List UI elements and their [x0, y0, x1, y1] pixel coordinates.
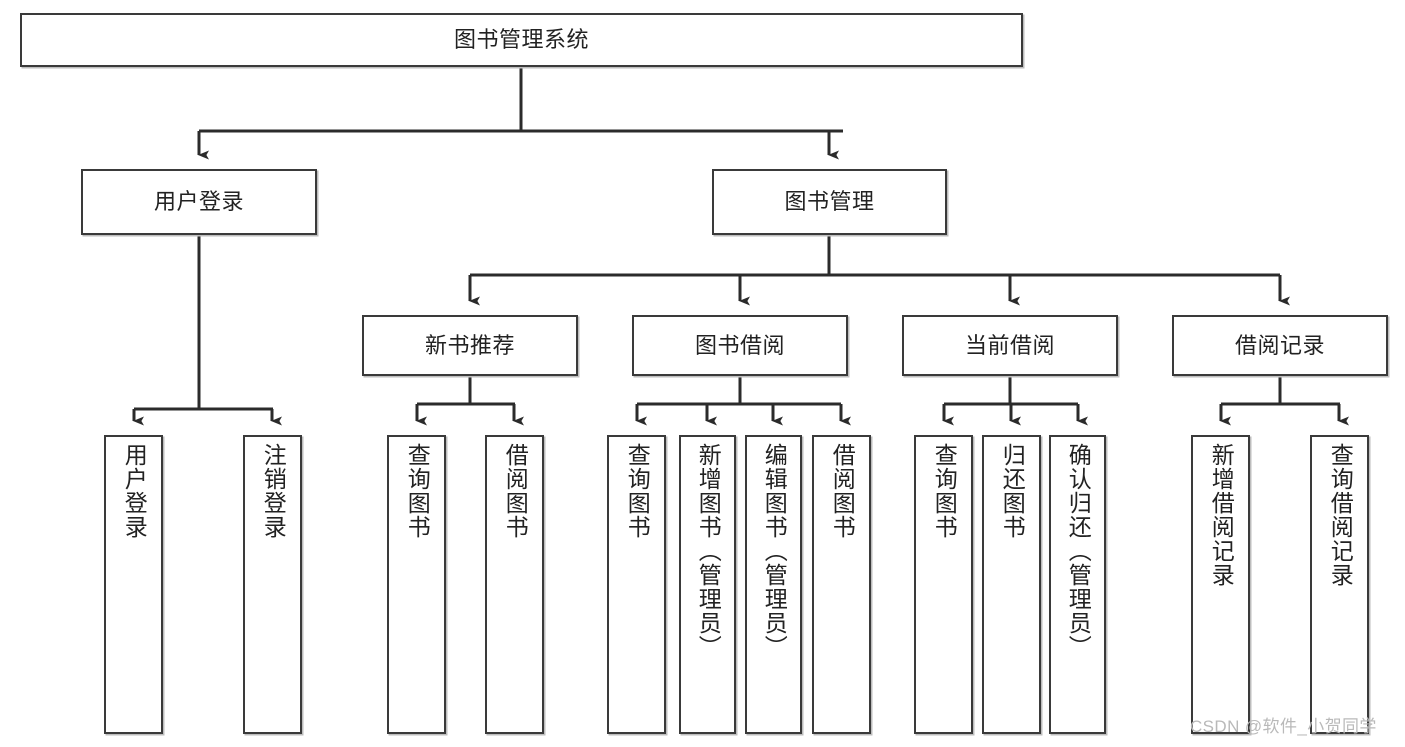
node-borrow-record[interactable]: 借阅记录	[1172, 315, 1388, 376]
node-leaf-query-record[interactable]: 查询借阅记录	[1310, 435, 1369, 734]
node-leaf-add-record-label: 新增借阅记录	[1208, 443, 1235, 587]
node-current-borrow[interactable]: 当前借阅	[902, 315, 1118, 376]
node-leaf-query-record-label: 查询借阅记录	[1327, 443, 1354, 587]
node-book-borrow[interactable]: 图书借阅	[632, 315, 848, 376]
node-leaf-query-book-3[interactable]: 查询图书	[914, 435, 973, 734]
node-new-book-recommend[interactable]: 新书推荐	[362, 315, 578, 376]
node-leaf-borrow-book-2[interactable]: 借阅图书	[812, 435, 871, 734]
node-leaf-user-login-label: 用户登录	[121, 443, 148, 539]
node-leaf-borrow-book-1-label: 借阅图书	[502, 443, 529, 539]
node-root[interactable]: 图书管理系统	[20, 13, 1023, 67]
node-book-borrow-label: 图书借阅	[694, 332, 785, 358]
node-leaf-return-book[interactable]: 归还图书	[982, 435, 1041, 734]
node-book-management[interactable]: 图书管理	[712, 169, 947, 235]
node-new-book-recommend-label: 新书推荐	[424, 332, 515, 358]
node-leaf-borrow-book-1[interactable]: 借阅图书	[485, 435, 544, 734]
node-leaf-edit-book[interactable]: 编辑图书（管理员）	[745, 435, 802, 734]
node-leaf-query-book-3-label: 查询图书	[931, 443, 958, 539]
node-leaf-add-book-label: 新增图书（管理员）	[695, 443, 722, 659]
node-leaf-add-record[interactable]: 新增借阅记录	[1191, 435, 1250, 734]
node-leaf-confirm-return-label: 确认归还（管理员）	[1065, 443, 1092, 659]
node-leaf-edit-book-label: 编辑图书（管理员）	[761, 443, 788, 659]
node-leaf-borrow-book-2-label: 借阅图书	[829, 443, 856, 539]
node-leaf-user-login[interactable]: 用户登录	[104, 435, 163, 734]
node-leaf-query-book-1[interactable]: 查询图书	[387, 435, 446, 734]
node-leaf-logout-label: 注销登录	[260, 443, 287, 539]
node-user-login[interactable]: 用户登录	[81, 169, 317, 235]
node-leaf-query-book-1-label: 查询图书	[404, 443, 431, 539]
node-user-login-label: 用户登录	[153, 189, 244, 215]
node-leaf-return-book-label: 归还图书	[999, 443, 1026, 539]
node-leaf-logout[interactable]: 注销登录	[243, 435, 302, 734]
node-current-borrow-label: 当前借阅	[964, 332, 1055, 358]
node-leaf-query-book-2[interactable]: 查询图书	[607, 435, 666, 734]
node-leaf-confirm-return[interactable]: 确认归还（管理员）	[1049, 435, 1106, 734]
node-root-label: 图书管理系统	[453, 27, 589, 53]
node-leaf-query-book-2-label: 查询图书	[624, 443, 651, 539]
node-book-management-label: 图书管理	[784, 189, 875, 215]
node-borrow-record-label: 借阅记录	[1234, 332, 1325, 358]
node-leaf-add-book[interactable]: 新增图书（管理员）	[679, 435, 736, 734]
csdn-watermark: CSDN @软件_小贺同学	[1190, 717, 1377, 736]
